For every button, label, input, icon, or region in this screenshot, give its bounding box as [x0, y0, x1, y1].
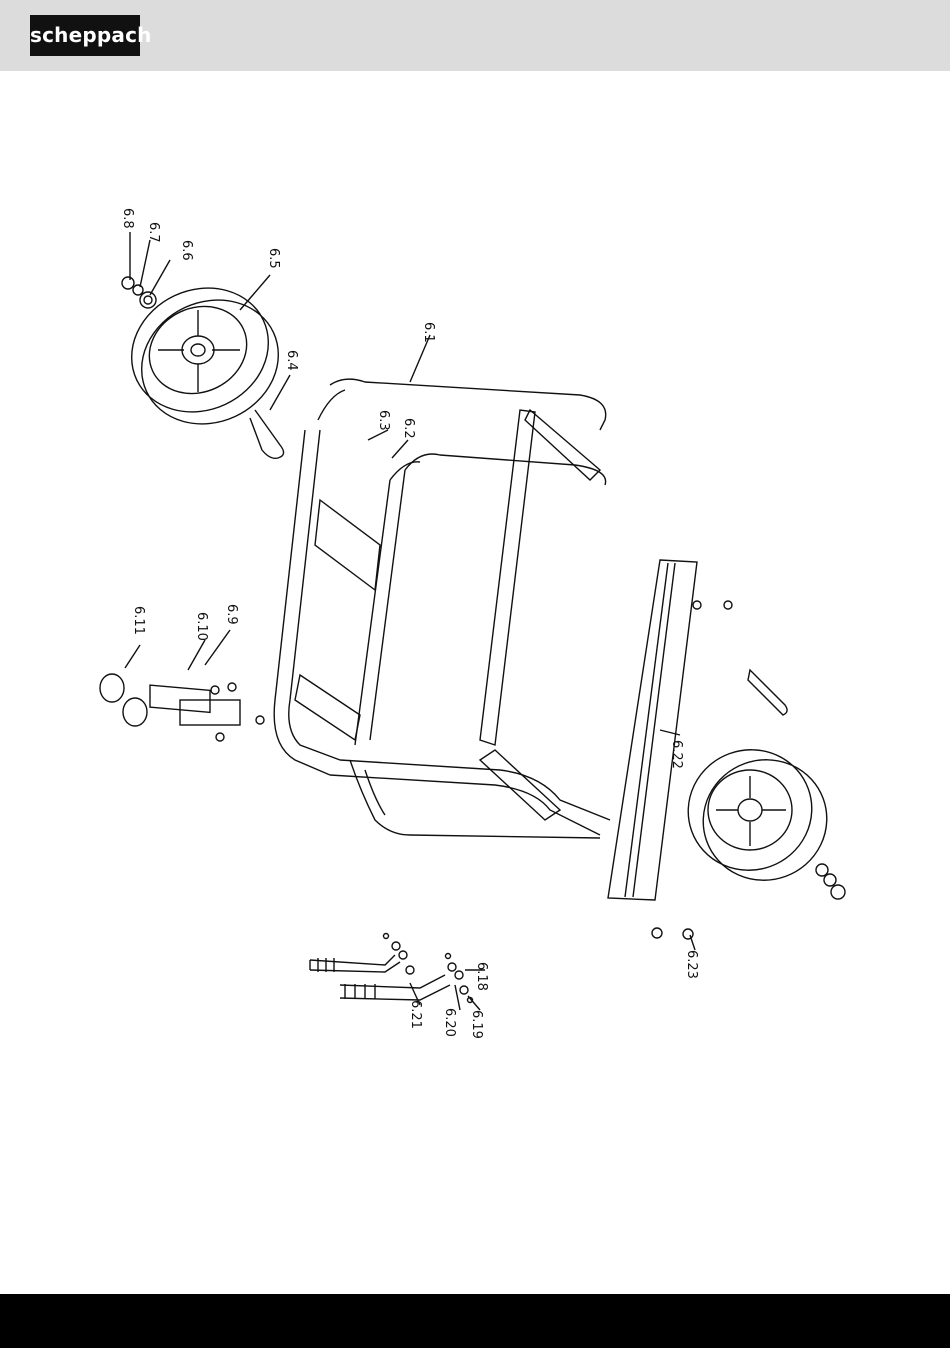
callout-6-6: 6.6: [179, 240, 194, 261]
axle-top: [250, 410, 284, 458]
exploded-parts-diagram: 6.1 6.2 6.3 6.4 6.5 6.6 6.7 6.8 6.9 6.10…: [0, 180, 950, 1080]
wheel-bottom: [671, 732, 844, 897]
callout-6-18: 6.18: [474, 962, 489, 991]
callout-6-4: 6.4: [284, 350, 299, 371]
foot-assembly: [100, 674, 264, 741]
frame-tube-bottom: [340, 760, 610, 820]
callout-6-20: 6.20: [442, 1008, 457, 1037]
axle-bottom: [748, 670, 787, 715]
frame-tube-top: [330, 379, 606, 430]
callout-6-8: 6.8: [120, 208, 135, 229]
callout-6-5: 6.5: [266, 248, 281, 269]
callout-6-3: 6.3: [376, 410, 391, 431]
wheel-top: [111, 266, 299, 446]
callout-6-11: 6.11: [131, 606, 146, 635]
callout-6-21: 6.21: [408, 1000, 423, 1029]
scheppach-logo: scheppach: [30, 15, 140, 56]
callout-6-22: 6.22: [669, 740, 684, 769]
frame-tube-inner: [405, 454, 606, 485]
callout-6-19: 6.19: [469, 1010, 484, 1039]
page-footer-bar: [0, 1294, 950, 1348]
support-bar: [608, 560, 697, 900]
callout-6-10: 6.10: [194, 612, 209, 641]
callout-6-7: 6.7: [146, 222, 161, 243]
callout-6-2: 6.2: [401, 418, 416, 439]
frame-tube-outer: [289, 430, 340, 760]
handle-assembly: [310, 934, 473, 1003]
callout-6-23: 6.23: [684, 950, 699, 979]
page-header: scheppach: [0, 0, 950, 71]
callout-6-1: 6.1: [421, 322, 436, 343]
callout-6-9: 6.9: [224, 604, 239, 625]
